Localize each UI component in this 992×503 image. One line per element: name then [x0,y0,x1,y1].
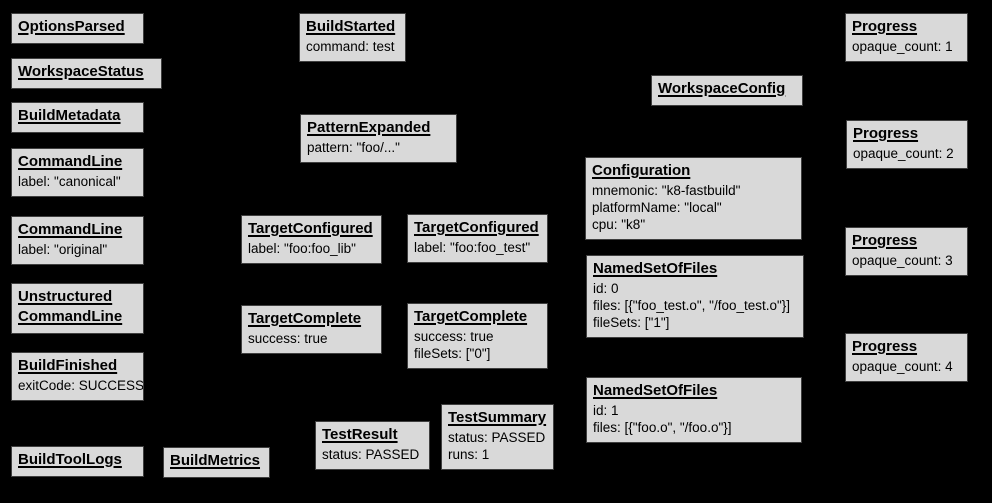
event-node-title: BuildFinished [18,357,118,374]
node-options-parsed: OptionsParsed [11,13,144,44]
event-node-title: Configuration [592,162,691,179]
event-node-title: WorkspaceStatus [18,63,144,80]
event-node-title: TargetConfigured [414,219,539,236]
node-configuration: Configuration mnemonic: "k8-fastbuild" pl… [585,157,802,240]
event-node-title: TargetComplete [248,310,362,327]
event-node-prop: command: test [306,39,395,54]
event-node-title: WorkspaceConfig [658,80,786,97]
event-node-prop: opaque_count: 3 [852,253,953,268]
node-build-finished: BuildFinished exitCode: SUCCESS [11,352,144,401]
event-node-prop: success: true [248,331,328,346]
event-node-props: command: test [306,38,399,55]
node-build-metadata: BuildMetadata [11,102,144,133]
event-node-prop: opaque_count: 1 [852,39,953,54]
node-progress-3: Progress opaque_count: 3 [845,227,968,276]
event-node-title: NamedSetOfFiles [593,382,718,399]
event-node-title: Progress [852,232,918,249]
event-node-title: OptionsParsed [18,18,125,35]
event-node-props: id: 1 files: [{"foo.o", "/foo.o"}] [593,402,795,436]
event-node-prop: pattern: "foo/..." [307,140,400,155]
event-node-props: opaque_count: 3 [852,252,961,269]
node-workspace-status: WorkspaceStatus [11,58,162,89]
node-command-line-canonical: CommandLine label: "canonical" [11,148,144,197]
event-node-prop: opaque_count: 2 [853,146,954,161]
event-node-props: opaque_count: 4 [852,358,961,375]
node-test-summary: TestSummary status: PASSED runs: 1 [441,404,554,470]
event-node-props: mnemonic: "k8-fastbuild" platformName: "l… [592,182,795,233]
event-node-title: TargetConfigured [248,220,373,237]
event-node-title: NamedSetOfFiles [593,260,718,277]
node-target-complete-foo-test: TargetComplete success: true fileSets: ["… [407,303,548,369]
event-node-title: BuildStarted [306,18,396,35]
node-target-configured-foo-lib: TargetConfigured label: "foo:foo_lib" [241,215,382,264]
event-node-prop: status: PASSED [322,447,420,462]
event-node-props: opaque_count: 1 [852,38,961,55]
event-node-props: success: true fileSets: ["0"] [414,328,541,362]
node-progress-4: Progress opaque_count: 4 [845,333,968,382]
event-node-prop: files: [{"foo_test.o", "/foo_test.o"}] [593,298,791,313]
event-node-prop: opaque_count: 4 [852,359,953,374]
event-node-title: PatternExpanded [307,119,431,136]
event-node-title: TestResult [322,426,398,443]
event-node-prop: cpu: "k8" [592,217,646,232]
node-build-tool-logs: BuildToolLogs [11,446,144,477]
event-node-prop: id: 0 [593,281,619,296]
event-node-props: label: "foo:foo_lib" [248,240,375,257]
event-node-title: BuildMetadata [18,107,121,124]
node-pattern-expanded: PatternExpanded pattern: "foo/..." [300,114,457,163]
event-node-title: Progress [853,125,919,142]
event-node-props: id: 0 files: [{"foo_test.o", "/foo_test.o… [593,280,797,331]
event-node-prop: label: "foo:foo_lib" [248,241,356,256]
node-workspace-config: WorkspaceConfig [651,75,803,106]
event-node-prop: success: true [414,329,494,344]
event-node-prop: runs: 1 [448,447,490,462]
event-node-title: Unstructured CommandLine [18,288,123,325]
event-node-title: BuildToolLogs [18,451,122,468]
event-node-props: pattern: "foo/..." [307,139,450,156]
node-target-complete-foo-lib: TargetComplete success: true [241,305,382,354]
event-node-props: exitCode: SUCCESS [18,377,144,394]
event-node-props: label: "foo:foo_test" [414,239,541,256]
event-node-prop: fileSets: ["0"] [414,346,491,361]
event-node-props: status: PASSED runs: 1 [448,429,547,463]
node-progress-1: Progress opaque_count: 1 [845,13,968,62]
node-command-line-original: CommandLine label: "original" [11,216,144,265]
event-node-props: opaque_count: 2 [853,145,961,162]
event-node-prop: fileSets: ["1"] [593,315,670,330]
event-node-props: label: "canonical" [18,173,137,190]
event-node-prop: label: "canonical" [18,174,121,189]
event-node-title: CommandLine [18,153,123,170]
event-node-props: label: "original" [18,241,137,258]
event-node-title: Progress [852,18,918,35]
event-node-prop: mnemonic: "k8-fastbuild" [592,183,741,198]
node-named-set-of-files-0: NamedSetOfFiles id: 0 files: [{"foo_test.… [586,255,804,338]
event-node-props: success: true [248,330,375,347]
event-node-title: TestSummary [448,409,547,426]
node-progress-2: Progress opaque_count: 2 [846,120,968,169]
event-node-prop: files: [{"foo.o", "/foo.o"}] [593,420,732,435]
event-node-prop: label: "original" [18,242,108,257]
event-node-title: CommandLine [18,221,123,238]
node-test-result: TestResult status: PASSED [315,421,430,470]
event-node-title: TargetComplete [414,308,528,325]
event-node-prop: status: PASSED [448,430,546,445]
event-node-props: status: PASSED [322,446,423,463]
node-named-set-of-files-1: NamedSetOfFiles id: 1 files: [{"foo.o", "… [586,377,802,443]
event-node-prop: id: 1 [593,403,619,418]
node-target-configured-foo-test: TargetConfigured label: "foo:foo_test" [407,214,548,263]
event-node-prop: label: "foo:foo_test" [414,240,531,255]
node-build-started: BuildStarted command: test [299,13,406,62]
node-build-metrics: BuildMetrics [163,447,270,478]
event-node-title: Progress [852,338,918,355]
event-node-title: BuildMetrics [170,452,261,469]
node-unstructured-command-line: Unstructured CommandLine [11,283,144,334]
event-node-prop: platformName: "local" [592,200,722,215]
event-node-prop: exitCode: SUCCESS [18,378,144,393]
